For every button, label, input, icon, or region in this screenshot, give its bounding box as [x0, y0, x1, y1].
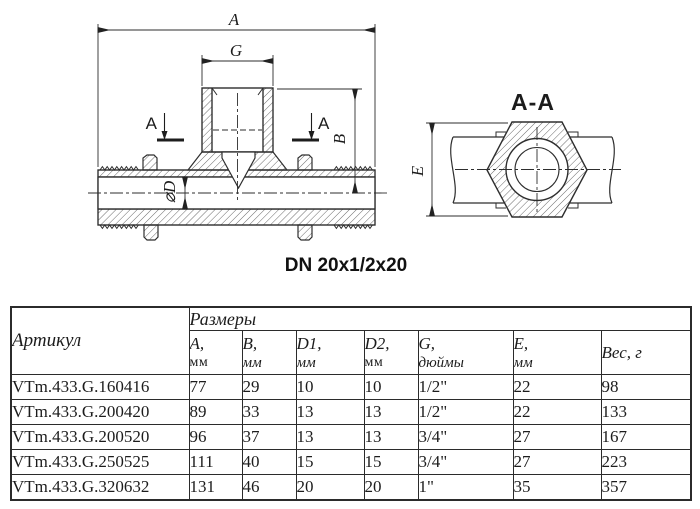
cell-a: 77: [188, 374, 243, 400]
cell-d2: 20: [363, 474, 419, 501]
col-header-d1-line2: мм: [296, 354, 316, 371]
cell-d2: 15: [363, 449, 419, 475]
cell-g: 1/2": [417, 399, 514, 425]
col-header-d2-line2: мм: [364, 354, 384, 370]
cell-d1: 13: [295, 424, 365, 450]
table-row: VTm.433.G.200420 89 33 13 13 1/2" 22 133: [10, 399, 692, 425]
cell-d1: 15: [295, 449, 365, 475]
cell-article: VTm.433.G.250525: [10, 449, 190, 475]
col-header-a: A, мм: [188, 330, 243, 375]
dn-caption: DN 20x1/2x20: [284, 255, 408, 276]
barb-teeth: [99, 165, 373, 230]
cell-a: 131: [188, 474, 243, 501]
cell-b: 40: [241, 449, 297, 475]
cell-a: 96: [188, 424, 243, 450]
dim-e: [426, 122, 508, 217]
table-row: VTm.433.G.320632 131 46 20 20 1" 35 357: [10, 474, 692, 501]
cell-b: 29: [241, 374, 297, 400]
table-row: VTm.433.G.250525 111 40 15 15 3/4" 27 22…: [10, 449, 692, 475]
cell-d2: 10: [363, 374, 419, 400]
table-row: VTm.433.G.200520 96 37 13 13 3/4" 27 167: [10, 424, 692, 450]
branch-cone: [221, 151, 256, 190]
dim-a: [97, 24, 376, 167]
header-row-2: A, мм B, мм D1, мм D2, мм G, дюймы: [11, 330, 692, 375]
cell-weight: 223: [600, 449, 692, 475]
cell-e: 22: [512, 374, 602, 400]
table-row: VTm.433.G.160416 77 29 10 10 1/2" 22 98: [10, 374, 692, 400]
cell-d1: 10: [295, 374, 365, 400]
cell-g: 1/2": [417, 374, 514, 400]
article-header: Артикул: [10, 306, 190, 375]
section-view-title: A-A: [511, 89, 555, 115]
cell-e: 22: [512, 399, 602, 425]
col-header-e-line1: E,: [513, 333, 529, 353]
col-header-b-line1: B,: [242, 333, 258, 353]
dim-b-label: B: [330, 133, 349, 144]
col-header-weight: Вес, г: [600, 330, 692, 375]
col-header-b-line2: мм: [242, 354, 262, 371]
cell-d1: 13: [295, 399, 365, 425]
dim-b: [277, 88, 362, 194]
pipe-right: [570, 136, 615, 204]
cell-weight: 98: [600, 374, 692, 400]
col-header-weight-line1: Вес, г: [601, 342, 642, 362]
cell-b: 33: [241, 399, 297, 425]
cell-g: 3/4": [417, 424, 514, 450]
cell-a: 89: [188, 399, 243, 425]
section-letter-left: A: [146, 114, 158, 133]
section-cut-left: [157, 113, 184, 142]
section-cut-right: [292, 113, 319, 142]
cell-article: VTm.433.G.320632: [10, 474, 190, 501]
cell-g: 3/4": [417, 449, 514, 475]
dim-a-label: A: [228, 10, 240, 29]
cell-d1: 20: [295, 474, 365, 501]
col-header-g-line1: G,: [418, 333, 436, 353]
col-header-a-line2: мм: [189, 354, 209, 370]
flange-right: [297, 224, 313, 241]
col-header-e-line2: мм: [513, 354, 533, 371]
collar-left: [142, 154, 158, 171]
dim-e-label: E: [408, 165, 427, 177]
col-header-d1-line1: D1,: [296, 333, 322, 353]
cell-b: 46: [241, 474, 297, 501]
collar-right: [297, 154, 313, 171]
section-view: E A-A: [408, 89, 621, 218]
col-header-d2-line1: D2,: [364, 333, 390, 353]
cell-weight: 133: [600, 399, 692, 425]
col-header-g-line2: дюймы: [418, 354, 464, 371]
cell-d2: 13: [363, 399, 419, 425]
flange-left: [143, 224, 159, 241]
col-header-e: E, мм: [512, 330, 602, 375]
cell-article: VTm.433.G.200520: [10, 424, 190, 450]
col-header-d1: D1, мм: [295, 330, 365, 375]
cell-b: 37: [241, 424, 297, 450]
cell-e: 27: [512, 449, 602, 475]
col-header-d2: D2, мм: [363, 330, 419, 375]
section-letter-right: A: [318, 114, 330, 133]
col-header-a-line1: A,: [189, 333, 205, 353]
cell-article: VTm.433.G.160416: [10, 374, 190, 400]
col-header-b: B, мм: [241, 330, 297, 375]
front-view: A G B ⌀D A A: [88, 10, 390, 241]
cell-a: 111: [188, 449, 243, 475]
dim-g-label: G: [230, 41, 242, 60]
dim-g: [201, 55, 274, 86]
cell-d2: 13: [363, 424, 419, 450]
spec-table: Артикул Размеры A, мм B, мм D1, мм D2,: [10, 306, 693, 501]
pipe-collars: [495, 131, 579, 209]
dim-d-label: ⌀D: [160, 180, 179, 203]
cell-weight: 167: [600, 424, 692, 450]
header-row-1: Артикул Размеры: [10, 306, 692, 375]
cell-weight: 357: [600, 474, 692, 501]
col-header-g: G, дюймы: [417, 330, 514, 375]
technical-drawing: A G B ⌀D A A E: [88, 10, 621, 241]
cell-e: 27: [512, 424, 602, 450]
cell-e: 35: [512, 474, 602, 501]
cell-article: VTm.433.G.200420: [10, 399, 190, 425]
cell-g: 1": [417, 474, 514, 501]
sizes-header: Размеры: [188, 306, 692, 331]
